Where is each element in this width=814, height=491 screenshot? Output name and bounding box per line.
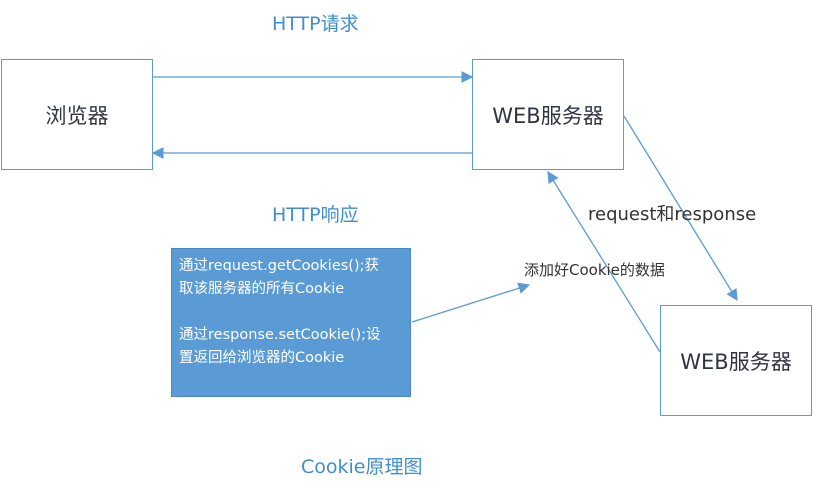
browser-node: 浏览器 (1, 59, 153, 170)
note-pointer-arrow (411, 282, 531, 323)
web-server-node-bottom: WEB服务器 (660, 305, 812, 416)
http-response-label: HTTP响应 (272, 204, 359, 226)
server-to-server-arrow (623, 115, 738, 301)
note-line-3: 通过response.setCookie();设 (179, 327, 381, 343)
cookie-note-box: 通过request.getCookies();获 取该服务器的所有Cookie … (171, 248, 411, 397)
server-return-arrow (547, 171, 661, 353)
note-spacer (179, 301, 404, 324)
browser-label: 浏览器 (45, 103, 109, 128)
web-server-top-label: WEB服务器 (492, 103, 604, 128)
http-request-label: HTTP请求 (272, 13, 359, 35)
note-line-4: 置返回给浏览器的Cookie (179, 350, 345, 366)
add-cookie-data-label: 添加好Cookie的数据 (524, 261, 665, 279)
note-line-1: 通过request.getCookies();获 (179, 258, 380, 274)
web-server-node-top: WEB服务器 (472, 59, 624, 170)
note-line-2: 取该服务器的所有Cookie (179, 281, 345, 297)
diagram-caption: Cookie原理图 (301, 456, 423, 478)
request-response-label: request和response (588, 204, 757, 225)
web-server-bottom-label: WEB服务器 (680, 349, 792, 374)
